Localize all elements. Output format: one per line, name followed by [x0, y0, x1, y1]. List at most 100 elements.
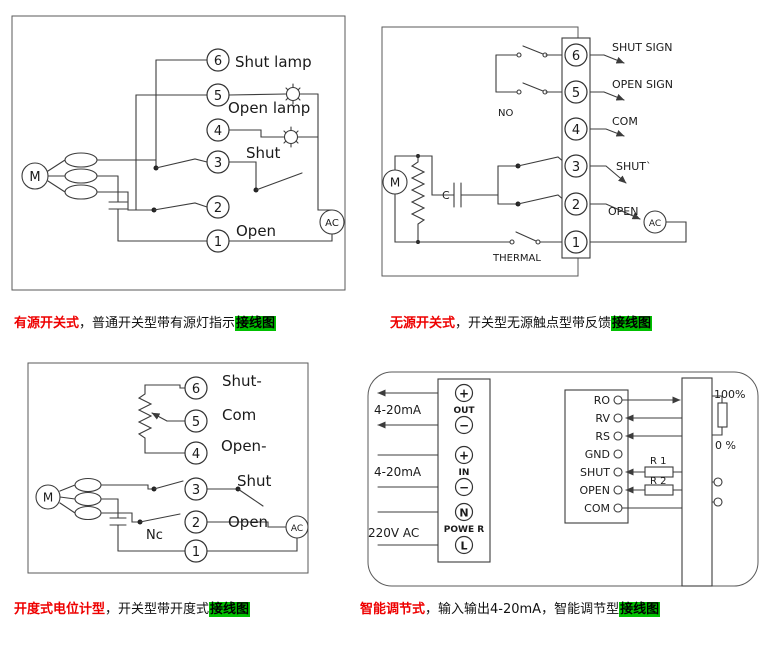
caption-smart-regulator: 智能调节式，输入输出4-20mA，智能调节型接线图 — [360, 598, 661, 617]
ctrl-row-rv: RV — [595, 412, 623, 425]
terminal-5: 5 — [206, 83, 230, 107]
motor-label: M — [390, 176, 400, 190]
terminal-in-plus: + — [454, 445, 474, 465]
terminal-number: 2 — [192, 516, 200, 531]
resistor-r1-icon: R 1 — [644, 456, 674, 478]
ctrl-wires — [621, 396, 683, 509]
motor-icon: M — [35, 477, 102, 521]
terminal-2: 2 — [184, 510, 208, 534]
label-open-minus: Open- — [221, 437, 266, 455]
label-shut-minus: Shut- — [222, 372, 262, 390]
ac-label: AC — [649, 219, 661, 229]
enclosure-box — [381, 26, 579, 277]
terminal-in-minus: − — [454, 477, 474, 497]
terminal-number: 3 — [192, 483, 200, 498]
terminal-1: 1 — [184, 539, 208, 563]
control-terminal-strip — [564, 389, 629, 524]
ctrl-label: OPEN — [580, 484, 610, 497]
caption-highlight: 接线图 — [611, 316, 653, 331]
terminal-6: 6 — [206, 48, 230, 72]
ac-source-icon: AC — [319, 209, 345, 235]
terminal-3: 3 — [206, 150, 230, 174]
ac-source-icon: AC — [285, 515, 309, 539]
label-shut: Shut — [246, 144, 281, 162]
resistor-r2-icon: R 2 — [644, 476, 674, 496]
ac-label: AC — [325, 218, 339, 229]
terminal-number: 5 — [214, 89, 222, 104]
terminal-3: 3 — [564, 154, 588, 178]
lamp-icon — [280, 126, 302, 148]
diagram-smart-regulator: 4-20mA 4-20mA 220V AC + OUT − + IN − N P… — [367, 371, 759, 587]
label-open: Open — [236, 222, 276, 240]
terminal-5: 5 — [184, 409, 208, 433]
diagram-powered-switch: M — [11, 15, 346, 291]
feedback-block — [681, 377, 713, 587]
terminal-2: 2 — [564, 192, 588, 216]
terminal-live: L — [454, 535, 474, 555]
motor-icon: M — [21, 152, 98, 200]
caption-highlight: 接线图 — [209, 602, 251, 617]
terminal-symbol: + — [459, 387, 469, 401]
terminal-4: 4 — [206, 118, 230, 142]
capacitor-icon — [108, 175, 128, 242]
caption-highlight: 接线图 — [235, 316, 277, 331]
terminal-out-plus: + — [454, 383, 474, 403]
caption-lead: 开度式电位计型 — [14, 602, 106, 617]
io-terminal-strip — [437, 378, 491, 563]
ac-label: AC — [291, 524, 303, 534]
enclosure-box — [11, 15, 346, 291]
caption-dry-contact: 无源开关式，开关型无源触点型带反馈接线图 — [390, 312, 653, 331]
wires — [100, 384, 298, 552]
label-r1: R 1 — [650, 456, 667, 467]
terminal-strip — [561, 37, 591, 259]
ctrl-row-gnd: GND — [585, 448, 623, 461]
ctrl-label: COM — [584, 502, 610, 515]
wires — [96, 59, 333, 242]
terminal-number: 1 — [572, 236, 580, 251]
resistor-icon — [410, 154, 426, 244]
label-input-420ma: 4-20mA — [374, 465, 422, 479]
terminal-number: 6 — [214, 54, 222, 69]
caption-highlight: 接线图 — [619, 602, 661, 617]
ctrl-label: RO — [594, 394, 611, 407]
ctrl-label: RS — [595, 430, 610, 443]
feedback-contacts — [711, 477, 723, 507]
potentiometer-icon — [137, 389, 186, 443]
diagram-dry-contact-switch: M C — [381, 26, 687, 277]
caption-potentiometer: 开度式电位计型，开关型带开度式接线图 — [14, 598, 251, 617]
ctrl-label: RV — [595, 412, 610, 425]
label-no: NO — [498, 108, 513, 119]
terminal-2: 2 — [206, 195, 230, 219]
motor-label: M — [29, 170, 40, 185]
motor-label: M — [43, 491, 53, 505]
terminal-symbol: N — [459, 507, 468, 520]
terminal-number: 6 — [192, 382, 200, 397]
caption-body: ，普通开关型带有源灯指示 — [79, 316, 236, 331]
label-com: Com — [222, 406, 256, 424]
output-leads — [589, 55, 687, 243]
terminal-symbol: L — [460, 540, 467, 553]
terminal-number: 5 — [192, 415, 200, 430]
terminal-number: 3 — [572, 160, 580, 175]
wires — [394, 54, 566, 243]
ctrl-row-open: OPEN — [580, 484, 623, 497]
label-shut: Shut — [237, 472, 272, 490]
ctrl-row-rs: RS — [595, 430, 623, 443]
caption-powered-switch: 有源开关式，普通开关型带有源灯指示接线图 — [14, 312, 277, 331]
caption-body: ，输入输出4-20mA，智能调节型 — [425, 602, 620, 617]
label-r2: R 2 — [650, 476, 667, 487]
caption-body: ，开关型带开度式 — [105, 602, 210, 617]
terminal-number: 2 — [214, 201, 222, 216]
capacitor-icon — [109, 498, 127, 552]
label-220v-ac: 220V AC — [368, 526, 419, 540]
label-output-420ma: 4-20mA — [374, 403, 422, 417]
caption-body: ，开关型无源触点型带反馈 — [455, 316, 612, 331]
terminal-5: 5 — [564, 80, 588, 104]
switch-icon — [515, 45, 566, 207]
terminal-symbol: + — [459, 449, 469, 463]
terminal-6: 6 — [564, 43, 588, 67]
switch-icon — [137, 480, 264, 525]
terminal-4: 4 — [564, 117, 588, 141]
ctrl-label: SHUT — [580, 466, 610, 479]
position-pot-icon: 100% 0 % — [711, 388, 745, 452]
